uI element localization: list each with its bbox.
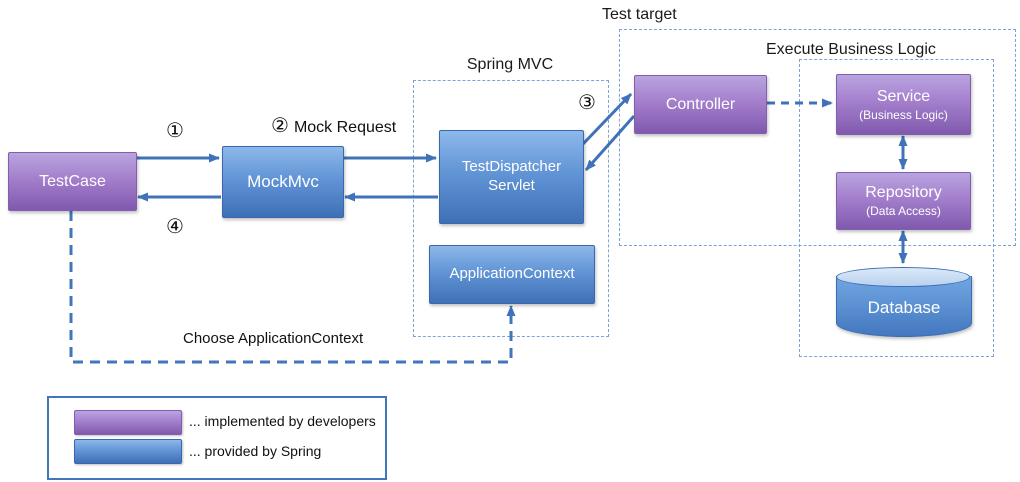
node-repository-label: Repository <box>865 184 942 201</box>
node-service-sublabel: (Business Logic) <box>859 107 948 122</box>
legend-swatch-spring <box>74 439 182 464</box>
test-target-label: Test target <box>602 6 677 23</box>
annotation-step-4: ④ <box>166 214 184 239</box>
node-applicationcontext: ApplicationContext <box>429 245 595 304</box>
database-cylinder-top <box>836 267 970 287</box>
legend-label-spring: ... provided by Spring <box>189 443 322 459</box>
node-database: Database <box>836 276 972 337</box>
step-2-number: ② <box>271 115 289 137</box>
node-applicationcontext-label: ApplicationContext <box>449 265 575 283</box>
node-repository-sublabel: (Data Access) <box>866 204 941 218</box>
annotation-step-1: ① <box>166 118 184 143</box>
step-3-number: ③ <box>578 92 596 114</box>
choose-applicationcontext-label: Choose ApplicationContext <box>183 330 364 347</box>
annotation-step-3: ③ <box>578 90 596 115</box>
node-testcase: TestCase <box>8 152 137 211</box>
node-mockmvc-label: MockMvc <box>247 172 319 192</box>
node-testcase-label: TestCase <box>39 172 106 190</box>
step-1-number: ① <box>166 120 184 142</box>
node-mockmvc: MockMvc <box>222 146 344 218</box>
node-service-label: Service <box>876 87 931 105</box>
step-4-number: ④ <box>166 216 184 238</box>
node-testdispatcherservlet: TestDispatcher Servlet <box>439 130 584 224</box>
legend-swatch-developers <box>74 410 182 435</box>
node-database-label: Database <box>867 298 941 317</box>
node-controller: Controller <box>634 75 767 134</box>
mock-request-label: Mock Request <box>293 119 397 136</box>
group-execute-business-logic <box>799 59 994 357</box>
node-service: Service (Business Logic) <box>836 74 971 135</box>
legend: ... implemented by developers ... provid… <box>47 396 387 480</box>
node-controller-label: Controller <box>665 95 736 113</box>
annotation-step-2-mock-request: ② Mock Request <box>271 113 396 138</box>
node-testdispatcherservlet-line2: Servlet <box>488 177 535 194</box>
node-repository: Repository (Data Access) <box>836 172 971 230</box>
spring-mvc-label: Spring MVC <box>466 56 554 73</box>
execute-business-logic-label: Execute Business Logic <box>766 41 936 58</box>
node-testdispatcherservlet-line1: TestDispatcher <box>461 158 562 176</box>
legend-label-developers: ... implemented by developers <box>189 413 376 429</box>
